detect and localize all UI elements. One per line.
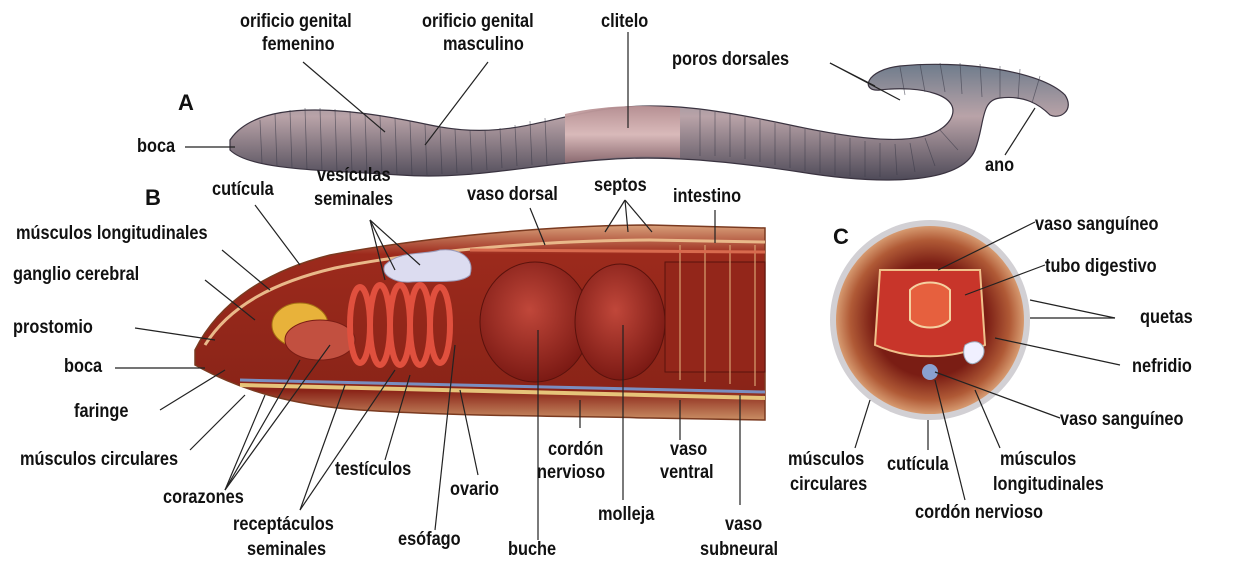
cross-typhlosole (910, 283, 950, 328)
gizzard (575, 264, 665, 380)
label-b-ovario: ovario (450, 480, 499, 500)
label-a-orificio-femenino-line1: orificio genital (240, 12, 352, 32)
label-c-musculos-circulares-line1: músculos (788, 450, 864, 470)
label-b-musculos-longitudinales: músculos longitudinales (16, 224, 208, 244)
label-b-buche: buche (508, 540, 556, 560)
label-b-cordon-line2: nervioso (537, 463, 605, 483)
crop (480, 262, 590, 382)
label-b-musculos-circulares: músculos circulares (20, 450, 178, 470)
label-a-poros-dorsales: poros dorsales (672, 50, 789, 70)
section-letter-c: C (833, 224, 849, 250)
label-b-cuticula: cutícula (212, 180, 274, 200)
label-c-vaso-sanguineo-bottom: vaso sanguíneo (1060, 410, 1184, 430)
label-b-septos: septos (594, 176, 647, 196)
label-b-vaso-subneural-line1: vaso (725, 515, 762, 535)
clitellum-band (565, 106, 680, 163)
label-b-receptaculos-line1: receptáculos (233, 515, 334, 535)
label-c-musculos-long-line2: longitudinales (993, 475, 1104, 495)
label-b-vaso-ventral-line2: ventral (660, 463, 714, 483)
label-a-orificio-masculino-line1: orificio genital (422, 12, 534, 32)
label-c-musculos-long-line1: músculos (1000, 450, 1076, 470)
label-a-orificio-masculino-line2: masculino (443, 35, 524, 55)
label-b-vesiculas-line1: vesículas (317, 166, 391, 186)
label-b-vesiculas-line2: seminales (314, 190, 393, 210)
label-b-boca: boca (64, 357, 102, 377)
label-b-receptaculos-line2: seminales (247, 540, 326, 560)
label-b-vaso-subneural-line2: subneural (700, 540, 778, 560)
label-c-cuticula: cutícula (887, 455, 949, 475)
label-a-orificio-femenino-line2: femenino (262, 35, 335, 55)
label-b-corazones: corazones (163, 488, 244, 508)
label-b-vaso-ventral-line1: vaso (670, 440, 707, 460)
label-b-cordon-line1: cordón (548, 440, 603, 460)
label-b-molleja: molleja (598, 505, 654, 525)
label-c-vaso-sanguineo-top: vaso sanguíneo (1035, 215, 1159, 235)
label-a-clitelo: clitelo (601, 12, 648, 32)
label-b-faringe: faringe (74, 402, 128, 422)
label-b-vaso-dorsal: vaso dorsal (467, 185, 558, 205)
label-c-cordon-nervioso: cordón nervioso (915, 503, 1043, 523)
dorsal-vessel (470, 250, 765, 252)
label-b-esofago: esófago (398, 530, 461, 550)
label-c-quetas: quetas (1140, 308, 1193, 328)
label-a-boca: boca (137, 137, 175, 157)
label-a-ano: ano (985, 156, 1014, 176)
label-c-tubo-digestivo: tubo digestivo (1045, 257, 1157, 277)
label-c-musculos-circulares-line2: circulares (790, 475, 867, 495)
section-letter-b: B (145, 185, 161, 211)
label-b-testiculos: testículos (335, 460, 411, 480)
section-letter-a: A (178, 90, 194, 116)
pharynx (285, 320, 355, 360)
label-c-nefridio: nefridio (1132, 357, 1192, 377)
label-b-intestino: intestino (673, 187, 741, 207)
label-b-prostomio: prostomio (13, 318, 93, 338)
label-b-ganglio-cerebral: ganglio cerebral (13, 265, 139, 285)
